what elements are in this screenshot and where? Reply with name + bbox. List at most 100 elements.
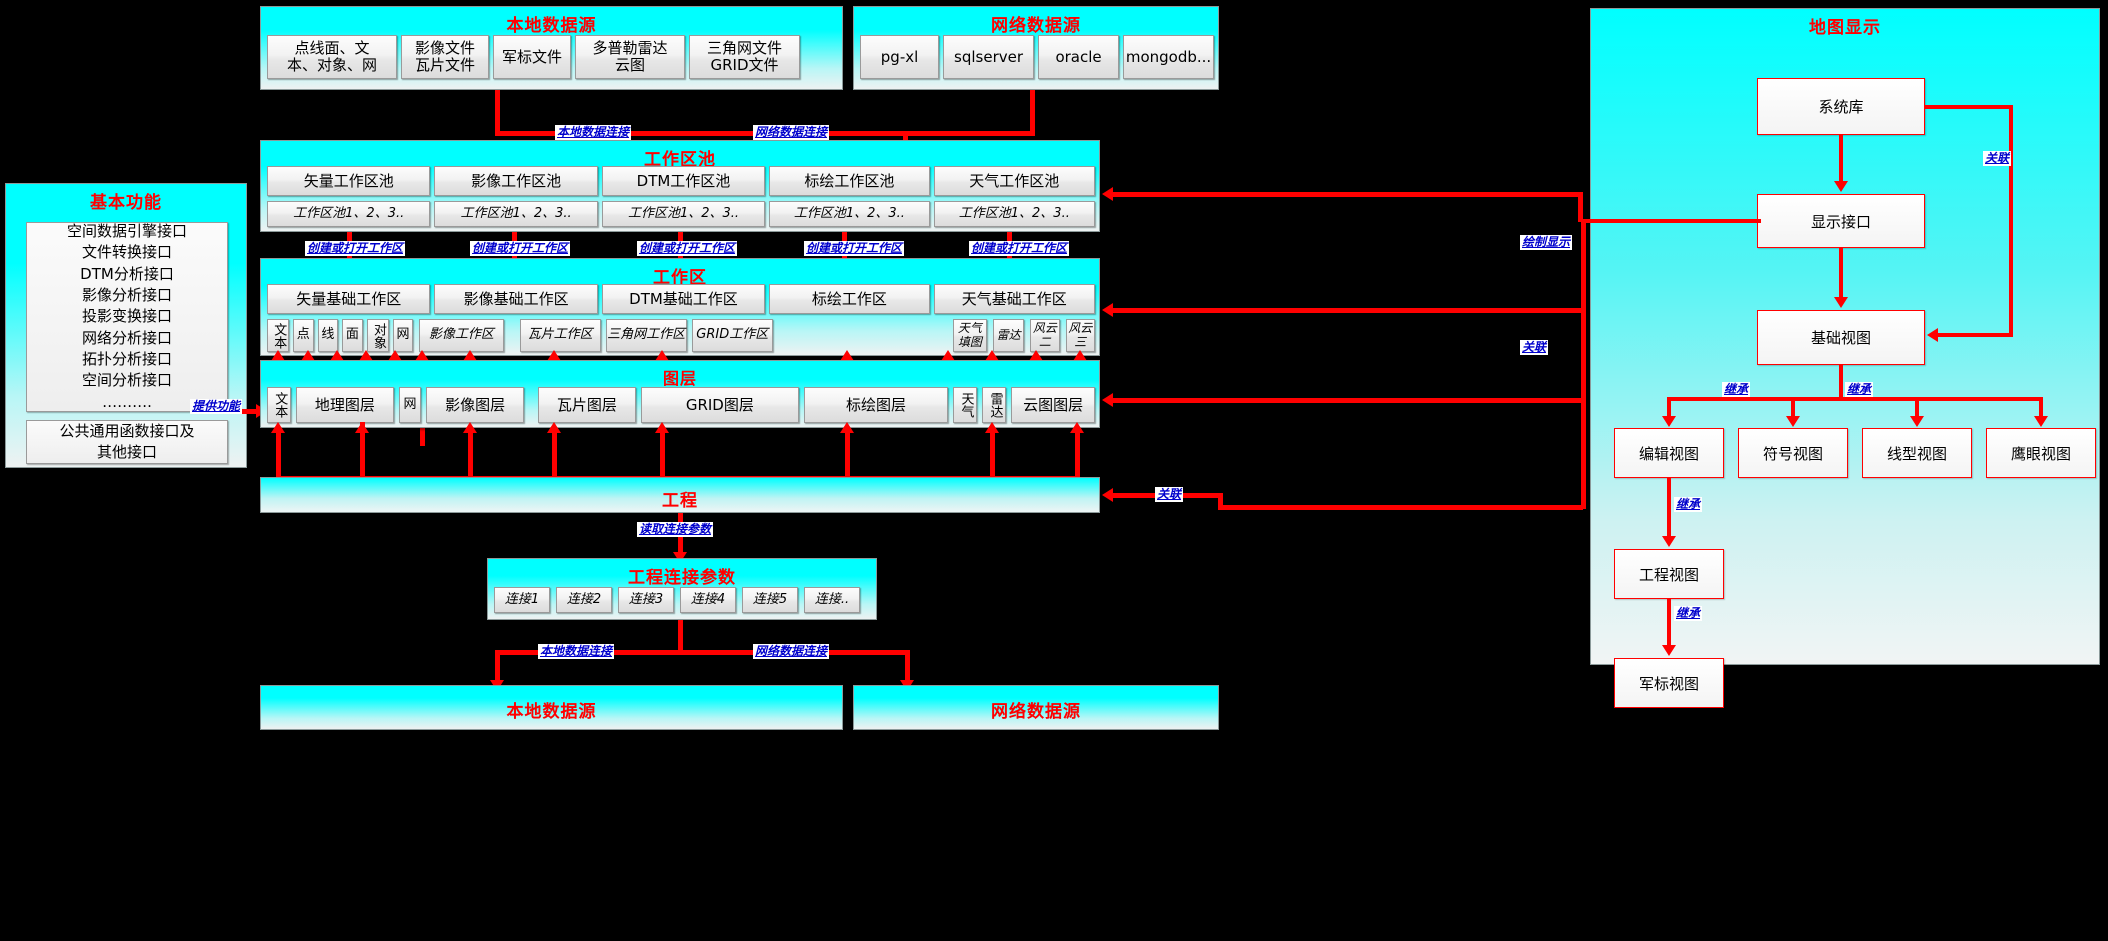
map-node-line-style-view[interactable]: 线型视图 (1862, 428, 1972, 478)
workspace-sub-vector-3[interactable]: 面 (342, 319, 363, 352)
basic-functions-common-interface[interactable]: 公共通用函数接口及 其他接口 (26, 420, 228, 464)
project-param-item-2[interactable]: 连接3 (618, 587, 674, 613)
workspace-sub-dtm-1[interactable]: 三角网工作区 (605, 319, 687, 352)
workspace-pool-instance-2[interactable]: 工作区池1、2、3.. (601, 201, 766, 227)
map-node-eagle-eye-view[interactable]: 鹰眼视图 (1986, 428, 2096, 478)
workspace-pool-column-1[interactable]: 影像工作区池 (434, 166, 598, 196)
workspace-sub-weather-2[interactable]: 风云 二 (1030, 319, 1060, 352)
edge-display-interface-left (1581, 219, 1761, 223)
workspace-sub-image-0[interactable]: 影像工作区 (419, 319, 504, 352)
map-node-edit-view[interactable]: 编辑视图 (1614, 428, 1724, 478)
interface-item-0: 空间数据引擎接口 (66, 222, 187, 241)
edge-label-relate-map: 关联 (1983, 151, 2012, 167)
map-node-base-view[interactable]: 基础视图 (1757, 310, 1925, 365)
workspace-pool-instances-row: 工作区池1、2、3.. 工作区池1、2、3.. 工作区池1、2、3.. 工作区池… (267, 201, 1095, 227)
map-node-symbol-view[interactable]: 符号视图 (1738, 428, 1848, 478)
arrow-project-to-params (673, 552, 687, 563)
project-params-items-row: 连接1 连接2 连接3 连接4 连接5 连接.. (494, 587, 872, 613)
layer-item-8[interactable]: 雷达 (982, 387, 1007, 423)
net-source-item-3[interactable]: mongodb... (1123, 35, 1214, 79)
map-node-project-view[interactable]: 工程视图 (1614, 549, 1724, 599)
arrow-proj-to-layer-3 (547, 422, 561, 433)
edge-proj-to-layer-6 (990, 428, 995, 480)
edge-label-local-data-connection-bottom: 本地数据连接 (538, 644, 615, 660)
panel-project-connection-params: 工程连接参数 连接1 连接2 连接3 连接4 连接5 连接.. (487, 558, 877, 620)
panel-title-local-data-source-bottom: 本地数据源 (506, 702, 597, 722)
workspace-pool-instance-3[interactable]: 工作区池1、2、3.. (769, 201, 930, 227)
workspace-pool-column-2[interactable]: DTM工作区池 (601, 166, 766, 196)
panel-layers: 图层 文本 地理图层 网 影像图层 瓦片图层 GRID图层 标绘图层 天气 雷达… (260, 360, 1100, 428)
arrow-proj-to-layer-0 (271, 422, 285, 433)
edge-label-create-open-ws-0: 创建或打开工作区 (305, 241, 406, 257)
project-param-item-3[interactable]: 连接4 (680, 587, 736, 613)
layer-item-3[interactable]: 影像图层 (426, 387, 524, 423)
project-param-item-0[interactable]: 连接1 (494, 587, 550, 613)
net-source-item-1[interactable]: sqlserver (943, 35, 1035, 79)
map-node-system-library[interactable]: 系统库 (1757, 78, 1925, 135)
arrow-layer-to-ws-10 (941, 350, 955, 361)
workspace-column-4[interactable]: 天气基础工作区 (933, 284, 1095, 314)
layer-item-6[interactable]: 标绘图层 (803, 387, 949, 423)
workspace-sub-vector-4[interactable]: 对象 (366, 319, 389, 352)
local-source-item-1[interactable]: 影像文件 瓦片文件 (401, 35, 489, 79)
panel-title-basic-functions: 基本功能 (90, 193, 162, 213)
arrow-project-to-military-view (1662, 645, 1676, 656)
workspace-pool-instance-1[interactable]: 工作区池1、2、3.. (434, 201, 598, 227)
edge-display-to-baseview (1839, 248, 1843, 298)
local-source-item-3[interactable]: 多普勒雷达 云图 (575, 35, 685, 79)
edge-proj-to-layer-3 (552, 428, 557, 480)
edge-to-project-v (1218, 493, 1223, 509)
interface-item-3: 影像分析接口 (81, 286, 172, 305)
workspace-sub-weather-3[interactable]: 风云 三 (1065, 319, 1095, 352)
workspace-pool-column-0[interactable]: 矢量工作区池 (267, 166, 431, 196)
workspace-sub-dtm-0[interactable]: 瓦片工作区 (519, 319, 601, 352)
workspace-sub-vector-1[interactable]: 点 (293, 319, 314, 352)
net-source-item-2[interactable]: oracle (1038, 35, 1120, 79)
local-source-item-2[interactable]: 军标文件 (493, 35, 571, 79)
layer-item-2[interactable]: 网 (398, 387, 422, 423)
arrow-layer-to-ws-6 (463, 350, 477, 361)
arrow-layer-to-ws-9 (840, 350, 854, 361)
layer-item-1[interactable]: 地理图层 (296, 387, 394, 423)
workspace-column-3[interactable]: 标绘工作区 (769, 284, 930, 314)
workspace-column-1[interactable]: 影像基础工作区 (434, 284, 598, 314)
edge-label-inherit-project: 继承 (1674, 497, 1703, 513)
interface-item-1: 文件转换接口 (81, 243, 172, 262)
edge-to-workspace-pool (1113, 192, 1583, 197)
workspace-pool-column-4[interactable]: 天气工作区池 (933, 166, 1095, 196)
workspace-pool-column-3[interactable]: 标绘工作区池 (769, 166, 930, 196)
layer-item-0[interactable]: 文本 (267, 387, 291, 423)
project-param-item-1[interactable]: 连接2 (556, 587, 612, 613)
layer-item-4[interactable]: 瓦片图层 (537, 387, 636, 423)
workspace-column-2[interactable]: DTM基础工作区 (601, 284, 766, 314)
panel-title-network-data-source-bottom: 网络数据源 (991, 702, 1081, 722)
workspace-column-0[interactable]: 矢量基础工作区 (267, 284, 431, 314)
map-node-display-interface[interactable]: 显示接口 (1757, 194, 1925, 248)
workspace-pool-instance-0[interactable]: 工作区池1、2、3.. (267, 201, 431, 227)
panel-title-project: 工程 (662, 491, 698, 511)
edge-label-provide-function: 提供功能 (190, 399, 243, 415)
arrow-layer-to-ws-0 (271, 350, 285, 361)
edge-proj-to-layer-2 (468, 428, 473, 480)
layer-item-9[interactable]: 云图图层 (1011, 387, 1095, 423)
workspace-sub-weather-0[interactable]: 天气 填图 (952, 319, 988, 352)
workspace-sub-weather-1[interactable]: 雷达 (993, 319, 1025, 352)
layer-item-7[interactable]: 天气 (953, 387, 978, 423)
net-source-item-0[interactable]: pg-xl (860, 35, 940, 79)
layer-item-5[interactable]: GRID图层 (640, 387, 799, 423)
edge-local-bottom-down (495, 650, 500, 684)
workspace-sub-vector-2[interactable]: 线 (317, 319, 339, 352)
panel-project: 工程 (260, 477, 1100, 513)
local-source-item-4[interactable]: 三角网文件 GRID文件 (689, 35, 800, 79)
interface-item-4: 投影变换接口 (81, 307, 172, 326)
map-node-military-view[interactable]: 军标视图 (1614, 658, 1724, 708)
workspace-pool-columns-row: 矢量工作区池 影像工作区池 DTM工作区池 标绘工作区池 天气工作区池 (267, 166, 1095, 196)
workspace-sub-vector-0[interactable]: 文本 (267, 319, 289, 352)
workspace-sub-vector-5[interactable]: 网 (392, 319, 414, 352)
edge-assoc-to-baseview (1938, 333, 2013, 337)
local-source-item-0[interactable]: 点线面、文 本、对象、网 (267, 35, 397, 79)
project-param-item-5[interactable]: 连接.. (804, 587, 860, 613)
project-param-item-4[interactable]: 连接5 (742, 587, 798, 613)
workspace-sub-dtm-2[interactable]: GRID工作区 (691, 319, 773, 352)
workspace-pool-instance-4[interactable]: 工作区池1、2、3.. (933, 201, 1095, 227)
